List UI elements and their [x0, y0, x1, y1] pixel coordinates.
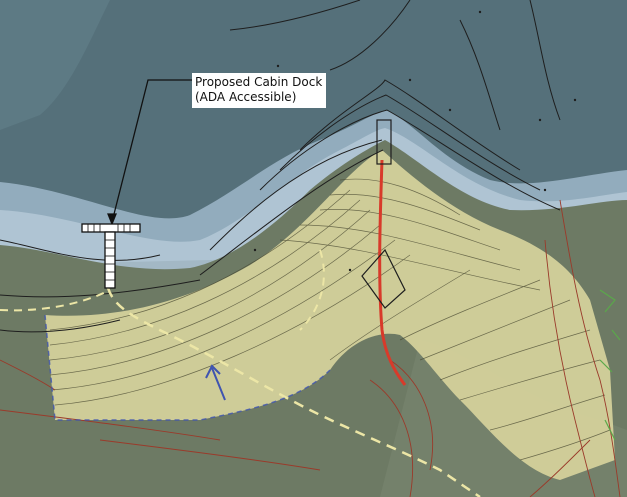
- shallow-water: [0, 0, 110, 130]
- trail-dashed-ridge: [299, 249, 325, 331]
- trail-dashed-west: [0, 289, 111, 312]
- callout-line-1: Proposed Cabin Dock: [195, 75, 323, 89]
- road-centerline: [378, 159, 407, 386]
- proposed-contours: [0, 199, 621, 497]
- callout-line-2: (ADA Accessible): [195, 90, 297, 104]
- proposed-dock: [81, 223, 141, 289]
- grading-hatch: [49, 178, 611, 461]
- flow-arrow: [205, 364, 226, 401]
- existing-contours: [0, 0, 561, 333]
- dock-callout-label: Proposed Cabin Dock (ADA Accessible): [192, 73, 327, 108]
- pavilion-outline: [361, 119, 406, 309]
- callout-leader: [107, 79, 194, 226]
- grading-area: [45, 150, 615, 480]
- vegetation: [599, 289, 621, 441]
- limit-of-disturbance: [44, 314, 331, 421]
